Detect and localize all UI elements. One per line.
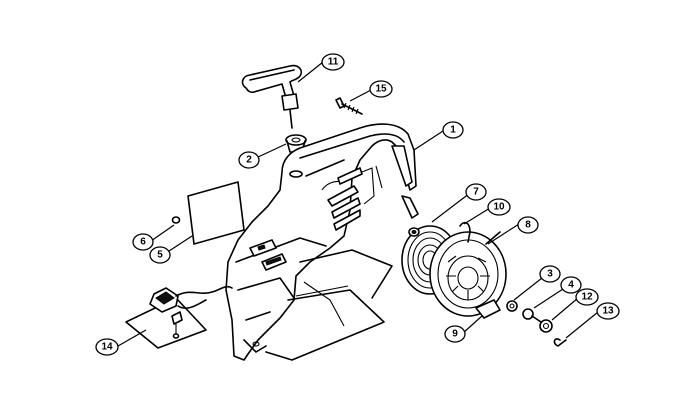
callout-circle — [575, 288, 599, 306]
callout-circle — [465, 183, 487, 201]
washer-3 — [506, 300, 518, 312]
callout-circle — [560, 276, 582, 294]
callout-label: 11 — [328, 57, 339, 68]
callout-circle — [238, 151, 260, 169]
callout-8: 8 — [517, 216, 539, 234]
callout-label: 12 — [581, 292, 593, 303]
callout-label: 10 — [493, 202, 505, 213]
washer-12 — [539, 319, 553, 333]
callout-10: 10 — [487, 198, 511, 216]
leader-lines — [117, 61, 599, 347]
callout-7: 7 — [465, 183, 487, 201]
callout-label: 13 — [602, 306, 614, 317]
callout-label: 6 — [140, 237, 146, 248]
plate-5 — [187, 181, 245, 245]
housing-louvers — [321, 165, 383, 231]
callout-label: 15 — [375, 84, 387, 95]
callout-4: 4 — [560, 276, 582, 294]
callout-label: 3 — [547, 269, 553, 280]
callout-circle — [132, 233, 154, 251]
callout-circle — [517, 216, 539, 234]
callout-circle — [95, 338, 119, 356]
callout-6: 6 — [132, 233, 154, 251]
callout-circle — [442, 121, 464, 139]
callout-9: 9 — [444, 325, 466, 343]
callout-label: 2 — [246, 155, 252, 166]
callout-13: 13 — [596, 302, 620, 320]
callout-14: 14 — [95, 338, 119, 356]
callout-label: 1 — [450, 125, 456, 136]
callout-2: 2 — [238, 151, 260, 169]
callout-circle — [444, 325, 466, 343]
callout-circle — [487, 198, 511, 216]
callout-1: 1 — [442, 121, 464, 139]
callout-label: 5 — [157, 250, 163, 261]
callout-label: 9 — [452, 329, 458, 340]
callout-3: 3 — [539, 265, 561, 283]
callout-5: 5 — [149, 246, 171, 264]
callout-15: 15 — [369, 80, 393, 98]
callout-label: 14 — [101, 342, 113, 353]
callout-circle — [539, 265, 561, 283]
callout-circle — [149, 246, 171, 264]
callout-label: 4 — [568, 280, 574, 291]
pawl — [475, 299, 501, 319]
rope-rotor — [429, 221, 507, 317]
starter-grip-handle — [241, 64, 303, 129]
guard-plate — [265, 249, 393, 361]
fan-housing — [225, 123, 419, 361]
screw-15 — [335, 97, 363, 115]
callout-label: 7 — [473, 187, 479, 198]
callout-label: 8 — [525, 220, 531, 231]
stop-switch-assembly — [125, 285, 233, 349]
spring-clip — [553, 338, 567, 347]
callout-circle — [596, 302, 620, 320]
screw-6 — [171, 216, 181, 224]
rope-guide-bushing — [285, 134, 307, 153]
callout-circle — [369, 80, 393, 98]
callout-circle — [321, 53, 345, 71]
callout-12: 12 — [575, 288, 599, 306]
callout-11: 11 — [321, 53, 345, 71]
